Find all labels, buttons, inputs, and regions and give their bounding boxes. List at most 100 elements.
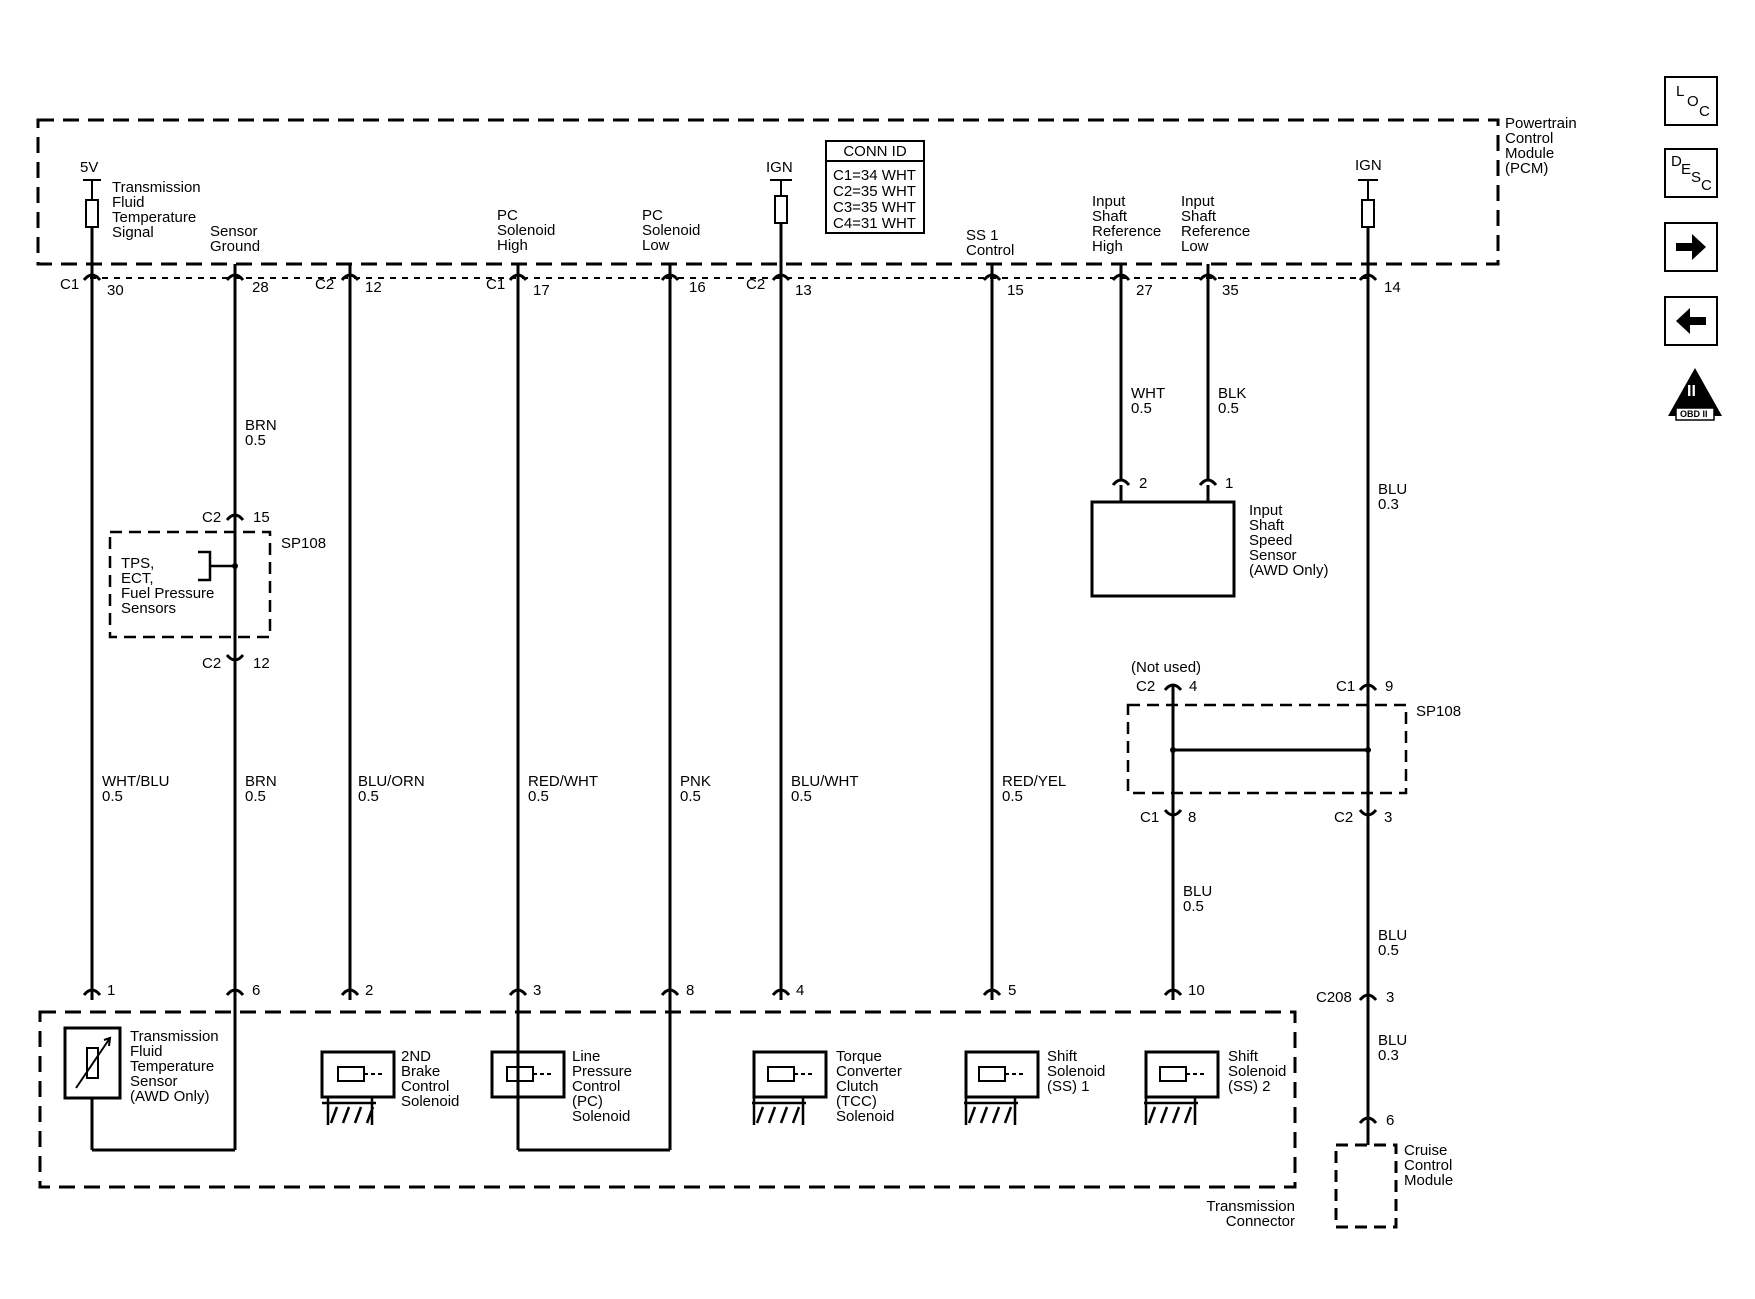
pin-conn-label: C2 bbox=[202, 509, 221, 526]
pin-number: 8 bbox=[686, 982, 694, 999]
pin-conn-label: C1 bbox=[60, 276, 79, 293]
desc-letter: E bbox=[1681, 161, 1692, 178]
pc-solenoid-symbol bbox=[490, 1050, 566, 1099]
ss2-solenoid-symbol bbox=[1144, 1050, 1220, 1099]
prev-page-button[interactable] bbox=[1664, 296, 1718, 346]
pin-number: 1 bbox=[1225, 475, 1233, 492]
tcc-solenoid-symbol bbox=[752, 1050, 828, 1099]
pin-conn-label: C2 bbox=[202, 655, 221, 672]
not-used-label: (Not used) bbox=[1131, 659, 1201, 676]
pin-number: 35 bbox=[1222, 282, 1239, 299]
loc-letter: O bbox=[1687, 93, 1699, 110]
pin-number: 4 bbox=[1189, 678, 1197, 695]
pin-number: 3 bbox=[1386, 989, 1394, 1006]
pin-number: 3 bbox=[533, 982, 541, 999]
pin-number: 16 bbox=[689, 279, 706, 296]
splice-left-box bbox=[108, 530, 272, 639]
next-page-button[interactable] bbox=[1664, 222, 1718, 272]
obd-ii-icon bbox=[1668, 368, 1722, 421]
pin-conn-label: C1 bbox=[1140, 809, 1159, 826]
pin-number: 8 bbox=[1188, 809, 1196, 826]
left-arrow-icon bbox=[1676, 308, 1706, 334]
pin-number: 10 bbox=[1188, 982, 1205, 999]
obd-ii-button[interactable]: II OBD II bbox=[1664, 366, 1726, 424]
splice-right-label: SP108 bbox=[1416, 703, 1461, 720]
conn-id-title: CONN ID bbox=[843, 143, 907, 160]
pin-conn-label: C2 bbox=[746, 276, 765, 293]
loc-button[interactable]: L O C bbox=[1664, 76, 1718, 126]
brake-solenoid-symbol bbox=[320, 1050, 396, 1099]
pin-number: 12 bbox=[253, 655, 270, 672]
desc-button[interactable]: D E S C bbox=[1664, 148, 1718, 198]
transmission-connector-box bbox=[38, 1010, 1297, 1189]
pin-number: 15 bbox=[1007, 282, 1024, 299]
pin-number: 6 bbox=[252, 982, 260, 999]
cruise-control-module-box bbox=[1334, 1143, 1398, 1229]
pin-number: 30 bbox=[107, 282, 124, 299]
obd-ii-bottom-text: OBD II bbox=[1680, 409, 1708, 419]
pin-conn-label: C208 bbox=[1316, 989, 1352, 1006]
splice-left-label: SP108 bbox=[281, 535, 326, 552]
pin-number: 14 bbox=[1384, 279, 1401, 296]
input-shaft-speed-sensor-box bbox=[1090, 500, 1236, 598]
right-arrow-icon bbox=[1676, 234, 1706, 260]
pin-number: 5 bbox=[1008, 982, 1016, 999]
conn-id-box bbox=[825, 140, 925, 234]
pin-conn-label: C2 bbox=[1334, 809, 1353, 826]
splice-right-box bbox=[1126, 703, 1408, 795]
desc-letter: S bbox=[1691, 169, 1702, 186]
pin-number: 9 bbox=[1385, 678, 1393, 695]
pin-number: 2 bbox=[365, 982, 373, 999]
pin-number: 27 bbox=[1136, 282, 1153, 299]
label-5v: 5V bbox=[80, 159, 98, 176]
pin-number: 15 bbox=[253, 509, 270, 526]
ign-resistor-2 bbox=[1361, 199, 1375, 228]
label-ign-2: IGN bbox=[1355, 157, 1382, 174]
pin-conn-label: C1 bbox=[486, 276, 505, 293]
pin-number: 28 bbox=[252, 279, 269, 296]
pin-number: 1 bbox=[107, 982, 115, 999]
loc-letter: L bbox=[1676, 83, 1685, 100]
pin-number: 13 bbox=[795, 282, 812, 299]
ss1-solenoid-symbol bbox=[964, 1050, 1040, 1099]
pin-conn-label: C1 bbox=[1336, 678, 1355, 695]
obd-ii-top-text: II bbox=[1687, 383, 1696, 400]
loc-letter: C bbox=[1699, 103, 1710, 120]
pcm-box bbox=[36, 118, 1500, 266]
pin-conn-label: C2 bbox=[1136, 678, 1155, 695]
pin-number: 6 bbox=[1386, 1112, 1394, 1129]
ign-resistor-1 bbox=[774, 195, 788, 224]
